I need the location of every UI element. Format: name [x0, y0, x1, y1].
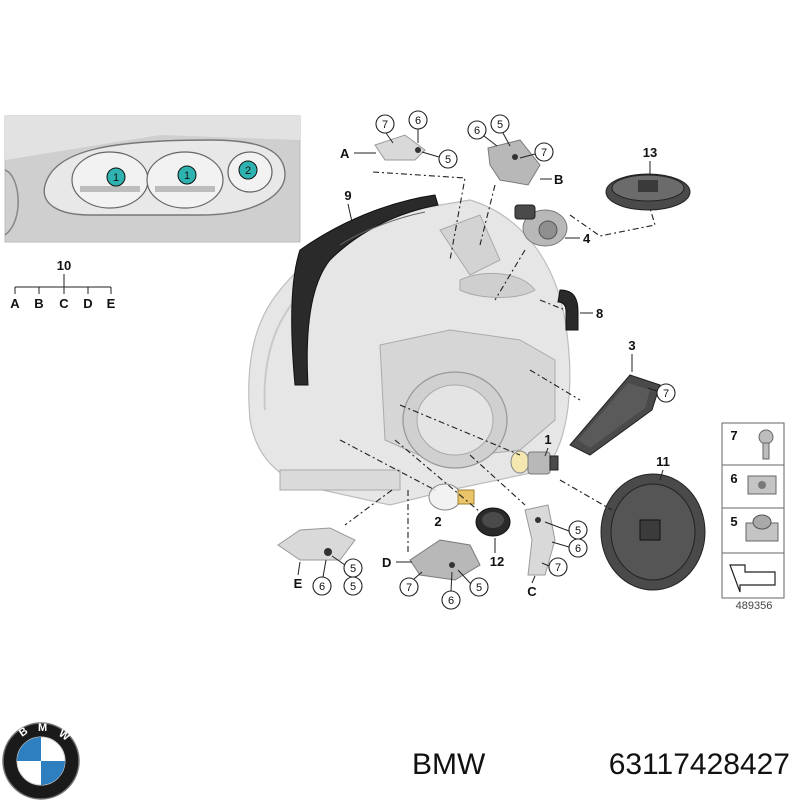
- callout-7-d: 7: [406, 582, 412, 594]
- callout-c: C: [527, 584, 537, 599]
- callout-12: 12: [490, 554, 504, 569]
- callout-8: 8: [596, 306, 603, 321]
- svg-text:M: M: [38, 722, 47, 734]
- callout-2: 2: [434, 514, 441, 529]
- callout-5-circle-e2: [343, 576, 363, 596]
- callout-4: 4: [583, 231, 591, 246]
- headlight-housing: [248, 199, 571, 506]
- callout-6-e: 6: [319, 581, 325, 593]
- callout-7-circle-d: [399, 577, 419, 597]
- callout-5-circle-b: [490, 114, 510, 134]
- bracket-d: [409, 539, 481, 581]
- callout-7-3: 7: [663, 388, 669, 400]
- callout-11: 11: [656, 454, 670, 469]
- callout-b: B: [554, 172, 563, 187]
- legend-7: 7: [730, 428, 737, 443]
- part-8-hose: [557, 289, 579, 331]
- part-9-seal: [291, 194, 439, 386]
- inset-bulb-marker-2: [177, 165, 197, 185]
- part-12-socket: [475, 507, 511, 537]
- part-11-round-cover: [600, 473, 706, 591]
- callout-13: 13: [643, 145, 657, 160]
- tree-leaf-b: B: [34, 296, 43, 311]
- screw-icon: [758, 429, 774, 445]
- inset-bulb-marker-3: [238, 160, 258, 180]
- callout-7-b: 7: [541, 147, 547, 159]
- bracket-b: [487, 139, 541, 186]
- callout-7-circle-b: [534, 142, 554, 162]
- tree-leaf-d: D: [83, 296, 92, 311]
- legend-6: 6: [730, 471, 737, 486]
- callout-5-circle-a: [438, 149, 458, 169]
- callout-5-b: 5: [497, 119, 503, 131]
- bracket-a: [374, 134, 426, 161]
- fastener-legend: 7 6 5: [721, 422, 785, 599]
- part-13-cap: [605, 173, 691, 211]
- part-3-cover: [569, 374, 661, 456]
- direction-arrow-icon: [729, 564, 776, 593]
- callout-5-e1: 5: [350, 563, 356, 575]
- inset-bulb-label-1: 1: [113, 172, 119, 184]
- part-number: 63117428427: [609, 748, 790, 781]
- callout-5-circle-d: [469, 577, 489, 597]
- headlight-inset: 1 1 2: [4, 115, 301, 243]
- bmw-logo: B M W: [2, 722, 80, 800]
- part-4-motor: [514, 204, 568, 247]
- tree-leaf-a: A: [10, 296, 20, 311]
- callout-7-circle-c: [548, 557, 568, 577]
- callout-7-c: 7: [555, 562, 561, 574]
- callout-3: 3: [628, 338, 635, 353]
- bracket-e: [277, 527, 356, 561]
- callout-6-circle-c: [568, 538, 588, 558]
- callout-e: E: [294, 576, 303, 591]
- tree-leaf-e: E: [107, 296, 116, 311]
- callout-6-d: 6: [448, 595, 454, 607]
- tree-root-label: 10: [57, 258, 71, 273]
- reference-number: 489356: [736, 600, 773, 612]
- callout-9: 9: [344, 188, 351, 203]
- callout-7-a: 7: [382, 119, 388, 131]
- inset-bulb-label-3: 2: [245, 165, 251, 177]
- callout-6-circle-e: [312, 576, 332, 596]
- callout-6-c: 6: [575, 543, 581, 555]
- part-10-tree: 10 A B C D E: [10, 258, 115, 311]
- callout-7-circle-a: [375, 114, 395, 134]
- part-1-bulb: [510, 450, 559, 475]
- legend-5: 5: [730, 514, 737, 529]
- callout-5-e2: 5: [350, 581, 356, 593]
- callout-5-d: 5: [476, 582, 482, 594]
- tree-leaf-c: C: [59, 296, 69, 311]
- callout-6-a: 6: [415, 115, 421, 127]
- callout-6-circle-b: [467, 120, 487, 140]
- callout-1: 1: [544, 432, 551, 447]
- brand-name: BMW: [412, 748, 486, 781]
- callout-d: D: [382, 555, 391, 570]
- callout-7-circle-3: [656, 383, 676, 403]
- inset-bulb-marker-1: [106, 167, 126, 187]
- callout-a: A: [340, 146, 350, 161]
- inset-bulb-label-2: 1: [184, 170, 190, 182]
- callout-6-b: 6: [474, 125, 480, 137]
- callout-5-a: 5: [445, 154, 451, 166]
- part-2-bulb: [428, 483, 475, 511]
- assembly-lines: [339, 171, 656, 555]
- callout-5-c: 5: [575, 525, 581, 537]
